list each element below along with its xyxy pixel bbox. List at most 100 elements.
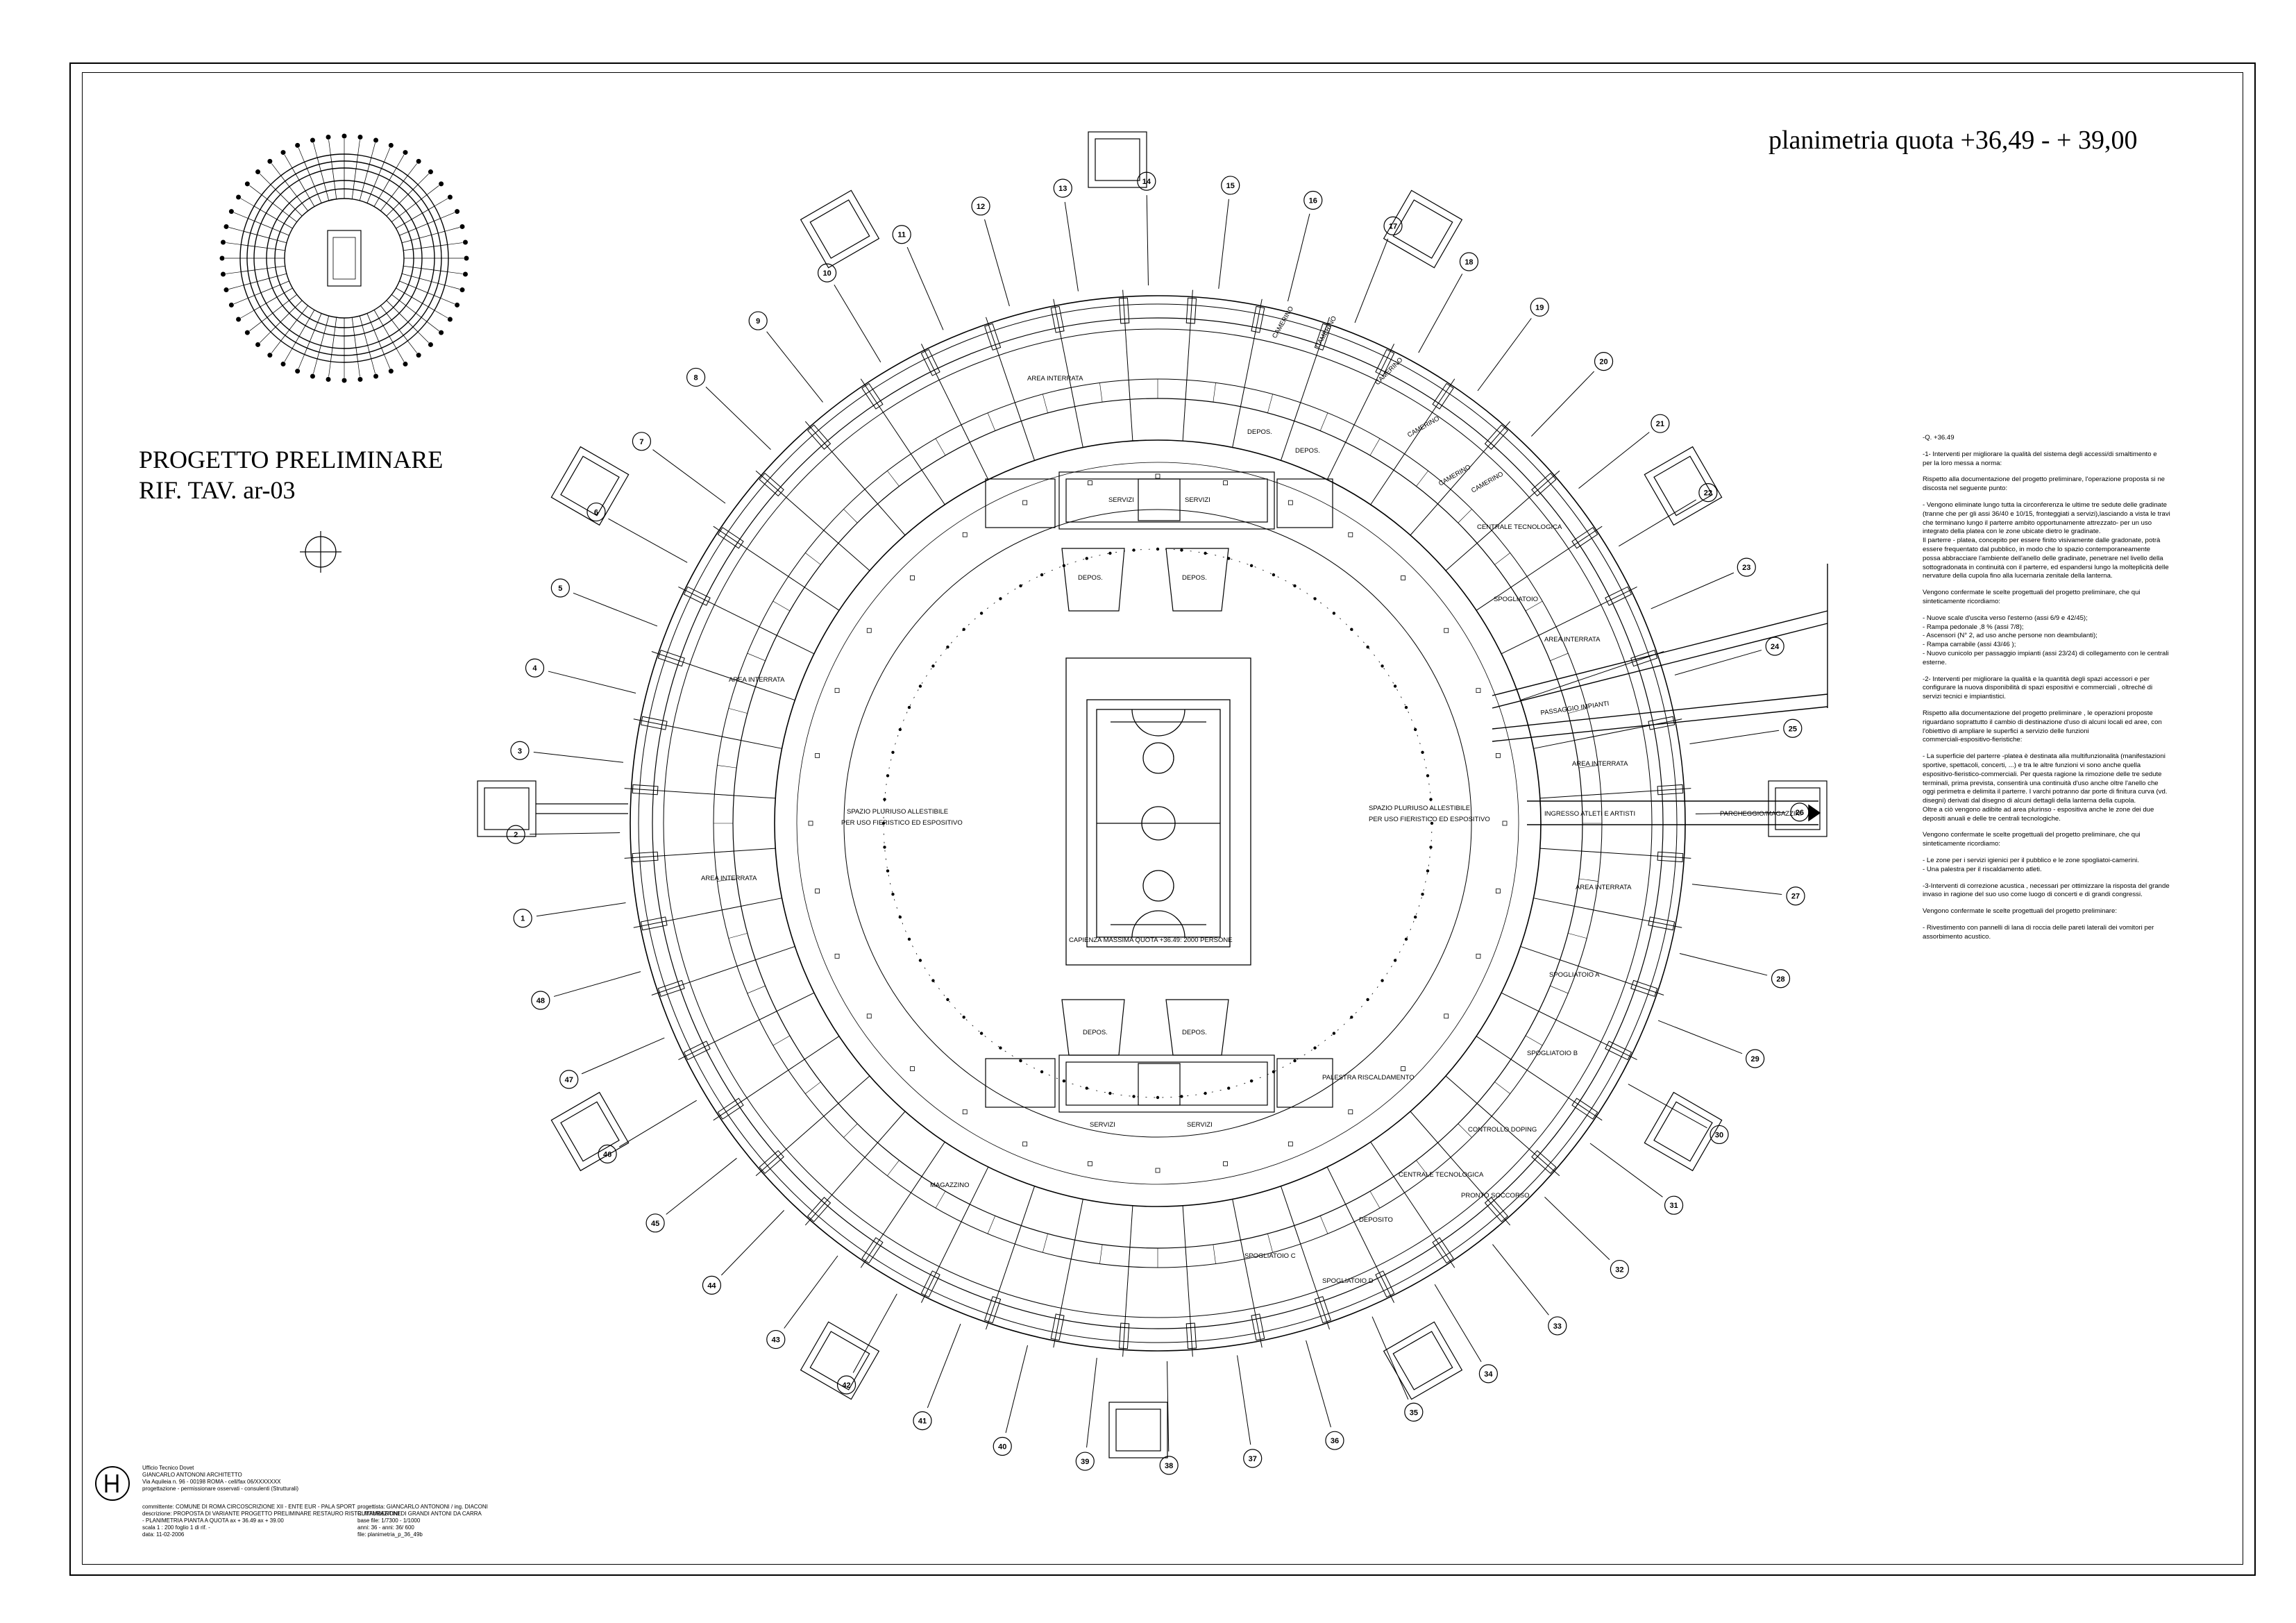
axis-bubble — [1594, 352, 1614, 371]
axis-bubble — [645, 1213, 665, 1233]
label-area-top: AREA INTERRATA — [1027, 375, 1083, 382]
label-servizi-2: SERVIZI — [1185, 496, 1210, 504]
axis-bubble — [971, 196, 990, 216]
note-line: - Una palestra per il riscaldamento atle… — [1923, 865, 2042, 873]
title-block-line: data: 11-02-2006 — [142, 1531, 185, 1538]
note-line: -2- Interventi per migliorare la qualità… — [1923, 675, 2150, 683]
drawing-frame-outer — [69, 62, 2256, 1576]
axis-leader — [1477, 318, 1532, 392]
axis-leader — [1167, 1361, 1170, 1452]
axis-label: 38 — [1165, 1462, 1173, 1470]
axis-label: 1 — [521, 915, 525, 923]
label-centrale-1: CENTRALE TECNOLOGICA — [1477, 523, 1562, 531]
title-block-line: C. MAMBERTINI DI GRANDI ANTONI DA CARRA — [357, 1511, 482, 1517]
note-line: sottogradonata in continuità con il part… — [1923, 563, 2169, 571]
axis-label: 48 — [537, 997, 545, 1005]
axis-label: 5 — [558, 585, 562, 593]
title-block-line: progettazione - permissionare osservati … — [142, 1486, 298, 1492]
axis-label: 35 — [1410, 1408, 1418, 1417]
label-spogliatoio-d: SPOGLIATOIO D — [1322, 1277, 1374, 1285]
axis-leader — [766, 331, 823, 403]
label-area-right2: AREA INTERRATA — [1572, 760, 1628, 768]
axis-leader — [666, 1158, 737, 1215]
axis-leader — [1689, 730, 1780, 744]
note-line: assorbimento acustico. — [1923, 932, 1991, 941]
note-line: - Rampa pedonale ,8 % (assi 7/8); — [1923, 623, 2024, 631]
orientation-symbol — [300, 531, 341, 573]
axis-leader — [1679, 953, 1768, 976]
axis-bubble — [1325, 1431, 1344, 1450]
note-paragraph: -1- Interventi per migliorare la qualità… — [1923, 451, 2214, 469]
axis-bubble — [550, 578, 570, 598]
axis-bubble — [993, 1436, 1012, 1456]
note-paragraph: Vengono confermate le scelte progettuali… — [1923, 831, 2214, 849]
axis-leader — [1064, 201, 1079, 292]
axis-bubble — [531, 991, 550, 1010]
structural-ribs — [624, 289, 1691, 1357]
axis-leader — [1005, 1345, 1028, 1433]
axis-label: 3 — [518, 747, 522, 755]
note-paragraph: - Nuove scale d'uscita verso l'esterno (… — [1923, 614, 2214, 668]
axis-label: 21 — [1656, 420, 1664, 428]
label-spogliatoio-b: SPOGLIATOIO B — [1527, 1050, 1578, 1057]
note-line: commerciali-espositivo-fieristiche: — [1923, 736, 2023, 744]
axis-leader — [1619, 499, 1696, 547]
note-line: nervature della cupola fino alla lucerna… — [1923, 572, 2113, 580]
axis-leader — [1589, 1143, 1663, 1197]
title-block-line: file: planimetria_p_36_49b — [357, 1531, 423, 1538]
title-block-line: committente: COMUNE DI ROMA CIRCOSCRIZIO… — [142, 1504, 355, 1510]
label-area-left2: AREA INTERRATA — [701, 875, 757, 882]
axis-bubble — [1737, 557, 1756, 577]
axis-bubble — [1783, 718, 1803, 738]
label-magazzino: MAGAZZINO — [930, 1181, 969, 1189]
court — [1065, 657, 1251, 966]
axis-leader — [530, 832, 621, 835]
axis-label: 12 — [977, 203, 985, 211]
axis-bubble — [1786, 886, 1805, 906]
label-spogliatoio: SPOGLIATOIO — [1494, 596, 1538, 603]
title-block-project: committente: COMUNE DI ROMA CIRCOSCRIZIO… — [142, 1504, 401, 1538]
axis-leader — [1691, 884, 1782, 895]
axis-label: 16 — [1309, 196, 1317, 205]
label-depos-6: DEPOS. — [1295, 447, 1320, 455]
axis-label: 7 — [639, 438, 643, 446]
note-line: - Rivestimento con pannelli di lana di r… — [1923, 924, 2154, 932]
note-line: essere frequentato dal pubblico, in modo… — [1923, 545, 2150, 553]
axis-label: 28 — [1776, 975, 1784, 984]
axis-bubble — [1548, 1316, 1567, 1336]
interior-blocks — [985, 471, 1333, 1113]
axis-leader — [852, 1293, 897, 1373]
axis-leader — [1492, 1244, 1549, 1315]
axis-bubble — [1664, 1195, 1684, 1215]
note-paragraph: -3-Interventi di correzione acustica , n… — [1923, 882, 2214, 900]
axis-bubble — [836, 1375, 856, 1395]
axis-bubble — [1303, 190, 1323, 210]
axis-label: 2 — [514, 831, 518, 839]
axis-bubble — [1771, 969, 1791, 989]
axis-label: 11 — [897, 231, 906, 239]
axis-label: 23 — [1742, 564, 1750, 572]
axis-bubble — [1459, 252, 1479, 271]
axis-label: 6 — [594, 509, 598, 517]
label-spazio-right-1: SPAZIO PLURIUSO ALLESTIBILE — [1369, 805, 1470, 812]
axis-leader — [1651, 572, 1734, 609]
project-label-line2: RIF. TAV. ar-03 — [139, 476, 296, 504]
label-spazio-left-2: PER USO FIERISTICO ED ESPOSITIVO — [841, 819, 963, 827]
axis-bubble — [1404, 1402, 1424, 1422]
note-line: Oltre a ciò vengono adibite ad area plur… — [1923, 805, 2154, 814]
label-passaggio: PASSAGGIO IMPIANTI — [1540, 700, 1610, 717]
axis-label: 9 — [756, 317, 760, 326]
label-depos-1: DEPOS. — [1078, 574, 1103, 582]
axis-label: 4 — [532, 664, 537, 673]
note-line: sportive, spettacoli, concerti, ...) e t… — [1923, 761, 2141, 769]
axis-label: 32 — [1615, 1266, 1623, 1275]
label-spazio-left-1: SPAZIO PLURIUSO ALLESTIBILE — [847, 808, 948, 816]
axis-bubble — [1478, 1364, 1499, 1384]
note-line: che terminano lungo il parterre ambito o… — [1923, 519, 2152, 527]
technical-notes: -Q. +36.49-1- Interventi per migliorare … — [1923, 434, 2214, 950]
note-line: -1- Interventi per migliorare la qualità… — [1923, 450, 2157, 458]
note-line: servizi tecnici e impiantistici. — [1923, 693, 2006, 701]
title-block-line: Ufficio Tecnico Dovet — [142, 1465, 194, 1471]
axis-bubble — [506, 825, 525, 844]
note-line: l'obiettivo di ampliare le superfici a s… — [1923, 727, 2089, 735]
